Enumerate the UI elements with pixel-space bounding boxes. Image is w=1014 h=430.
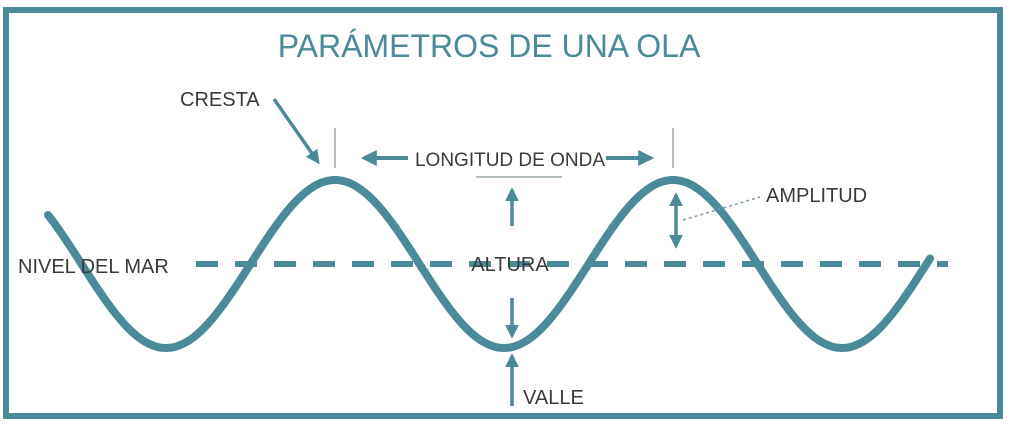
amplitude-leader <box>682 196 761 221</box>
crest-label: CRESTA <box>180 89 260 111</box>
wave-curve <box>44 176 934 353</box>
height-label: ALTURA <box>471 254 549 276</box>
wavelength-label: LONGITUD DE ONDA <box>415 150 605 171</box>
diagram-frame <box>3 7 1003 419</box>
sea-level-label: NIVEL DEL MAR <box>18 256 169 278</box>
crest-arrow <box>272 97 320 165</box>
diagram-title: PARÁMETROS DE UNA OLA <box>278 28 701 64</box>
amplitude-label: AMPLITUD <box>766 185 867 207</box>
trough-label: VALLE <box>523 387 584 409</box>
